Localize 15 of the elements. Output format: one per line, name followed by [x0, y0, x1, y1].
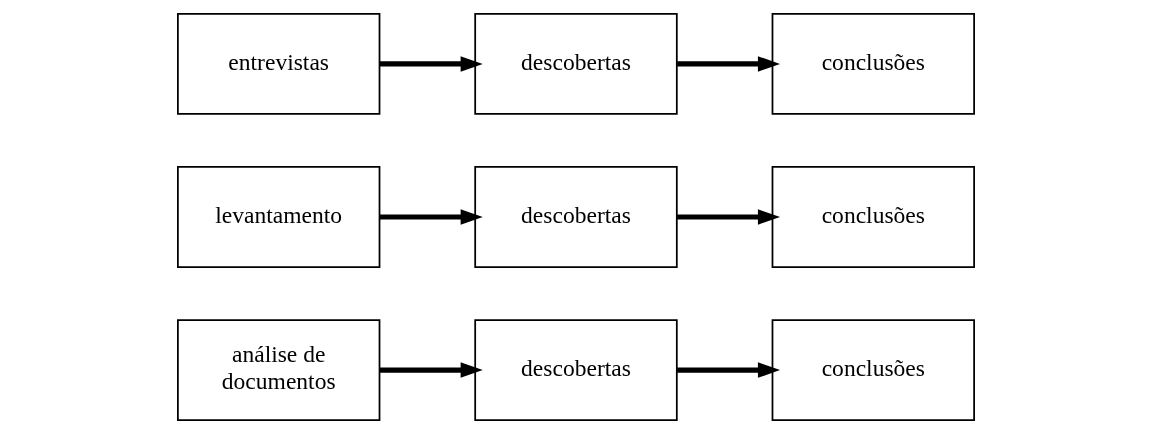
node-box: conclusões [771, 319, 975, 421]
node-box: descobertas [473, 166, 678, 268]
node-box: conclusões [771, 166, 975, 268]
node-box: descobertas [473, 13, 678, 115]
node-box: descobertas [473, 319, 678, 421]
arrow [379, 362, 483, 378]
node-box: conclusões [771, 13, 975, 115]
node-box: análise de documentos [176, 319, 380, 421]
node-box: entrevistas [176, 13, 380, 115]
arrow [676, 362, 780, 378]
arrow [379, 209, 483, 225]
arrow [379, 56, 483, 72]
arrow [676, 209, 780, 225]
node-box: levantamento [176, 166, 380, 268]
arrow [676, 56, 780, 72]
